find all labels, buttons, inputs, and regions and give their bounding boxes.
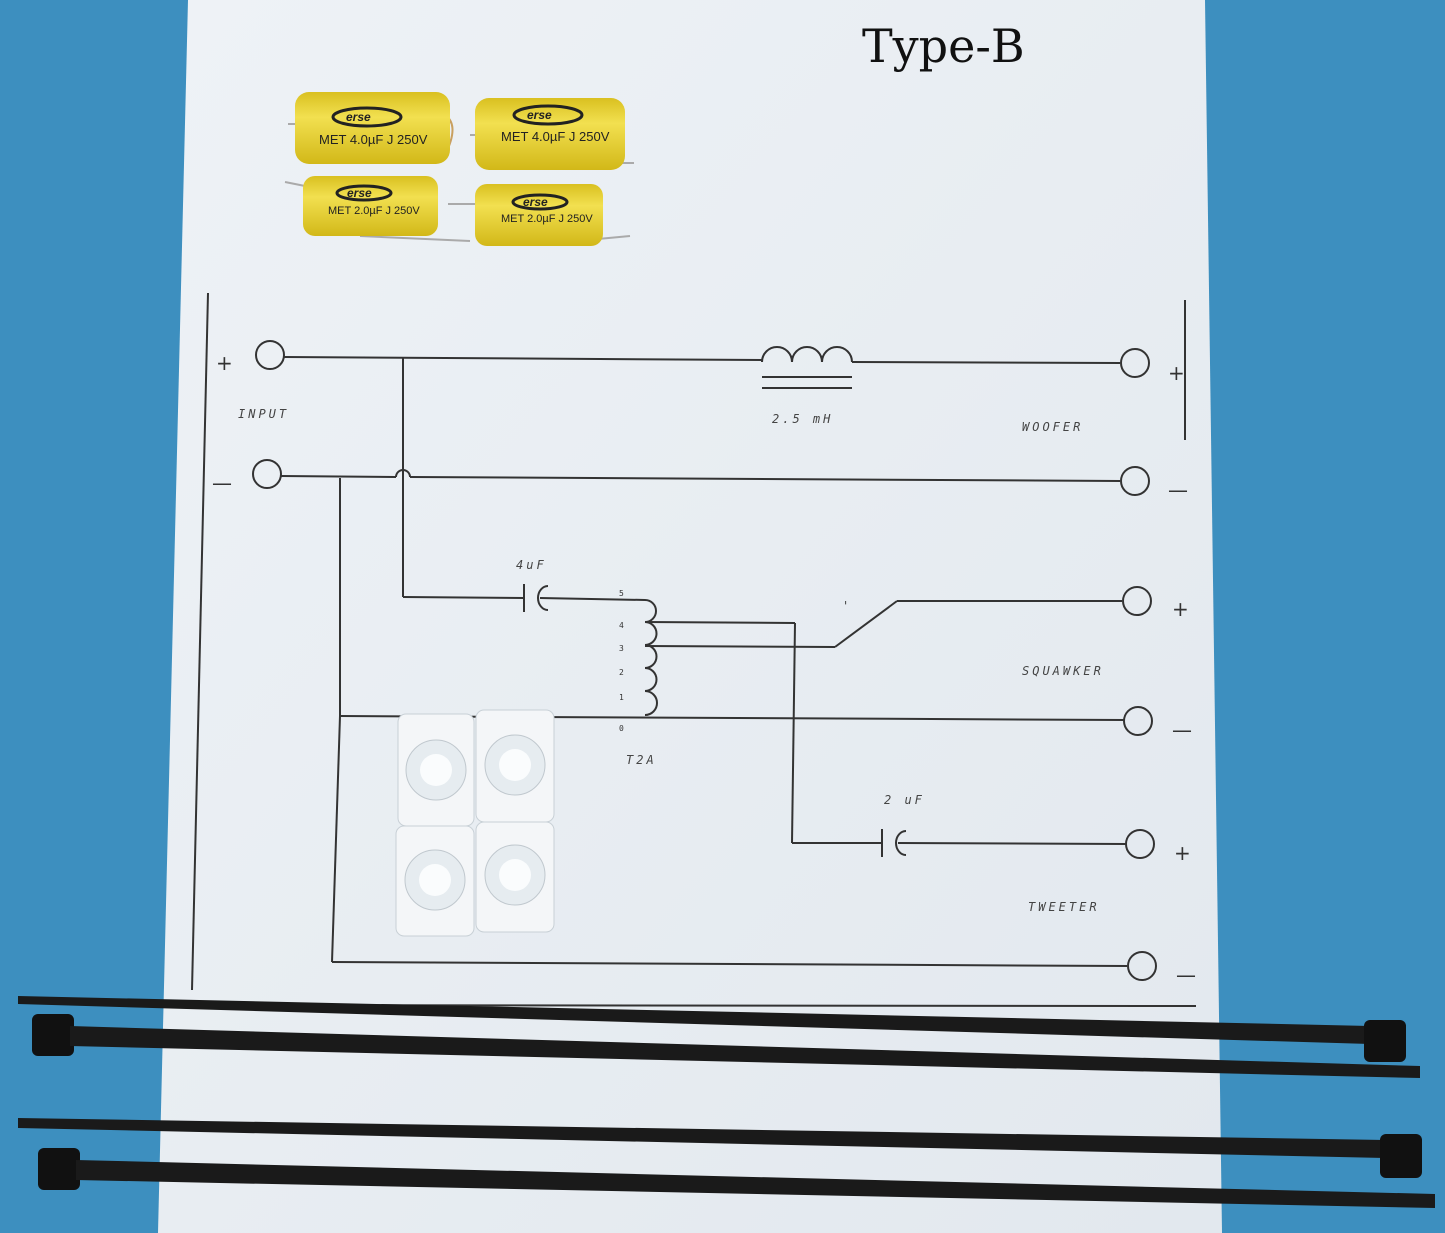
crossover-schematic: + — + — + — + — INPUT 2.5 mH WOOFER SQUA… [189, 292, 1197, 1007]
plastic-clips [395, 709, 555, 937]
tap-label: 4 [619, 621, 624, 630]
capacitor-4: erse MET 2.0µF J 250V [448, 184, 631, 246]
tap-label: 3 [619, 644, 624, 653]
tweeter-minus-sign: — [1176, 963, 1196, 987]
tap-label: 1 [619, 693, 624, 702]
tweeter-label: TWEETER [1028, 900, 1100, 914]
inductor-label: 2.5 mH [772, 412, 833, 426]
input-minus-sign: — [212, 471, 232, 495]
capacitor-brand: erse [347, 186, 372, 200]
capacitor-2: erse MET 4.0µF J 250V [470, 98, 634, 170]
capacitor-2uf-label: 2 uF [884, 793, 925, 807]
squawker-plus-sign: + [1172, 597, 1189, 621]
transformer-label: T2A [626, 753, 657, 767]
tap-label: 5 [619, 589, 624, 598]
squawker-minus-sign: — [1172, 718, 1192, 742]
capacitor-4uf-label: 4uF [516, 558, 547, 572]
inductor-symbol [761, 346, 853, 363]
squawker-label: SQUAWKER [1022, 664, 1104, 678]
woofer-label: WOOFER [1022, 420, 1083, 434]
capacitor-label: MET 4.0µF J 250V [319, 132, 428, 147]
handwritten-title: Type-B [862, 19, 1025, 73]
capacitor-brand: erse [346, 110, 371, 124]
switch-mark: ' [842, 599, 852, 613]
tap-label: 2 [619, 668, 624, 677]
capacitor-label: MET 4.0µF J 250V [501, 129, 610, 144]
woofer-plus-sign: + [1168, 361, 1185, 385]
capacitor-3: erse MET 2.0µF J 250V [284, 176, 471, 242]
woofer-minus-sign: — [1168, 478, 1188, 502]
tap-label: 0 [619, 724, 624, 733]
input-plus-sign: + [216, 351, 233, 375]
capacitor-label: MET 2.0µF J 250V [328, 205, 420, 217]
capacitor-brand: erse [523, 195, 548, 209]
capacitor-brand: erse [527, 108, 552, 122]
input-label: INPUT [238, 407, 289, 421]
cable-ties [18, 996, 1435, 1208]
capacitor-1: erse MET 4.0µF J 250V [288, 92, 454, 164]
tweeter-plus-sign: + [1174, 841, 1191, 865]
capacitor-label: MET 2.0µF J 250V [501, 213, 593, 225]
